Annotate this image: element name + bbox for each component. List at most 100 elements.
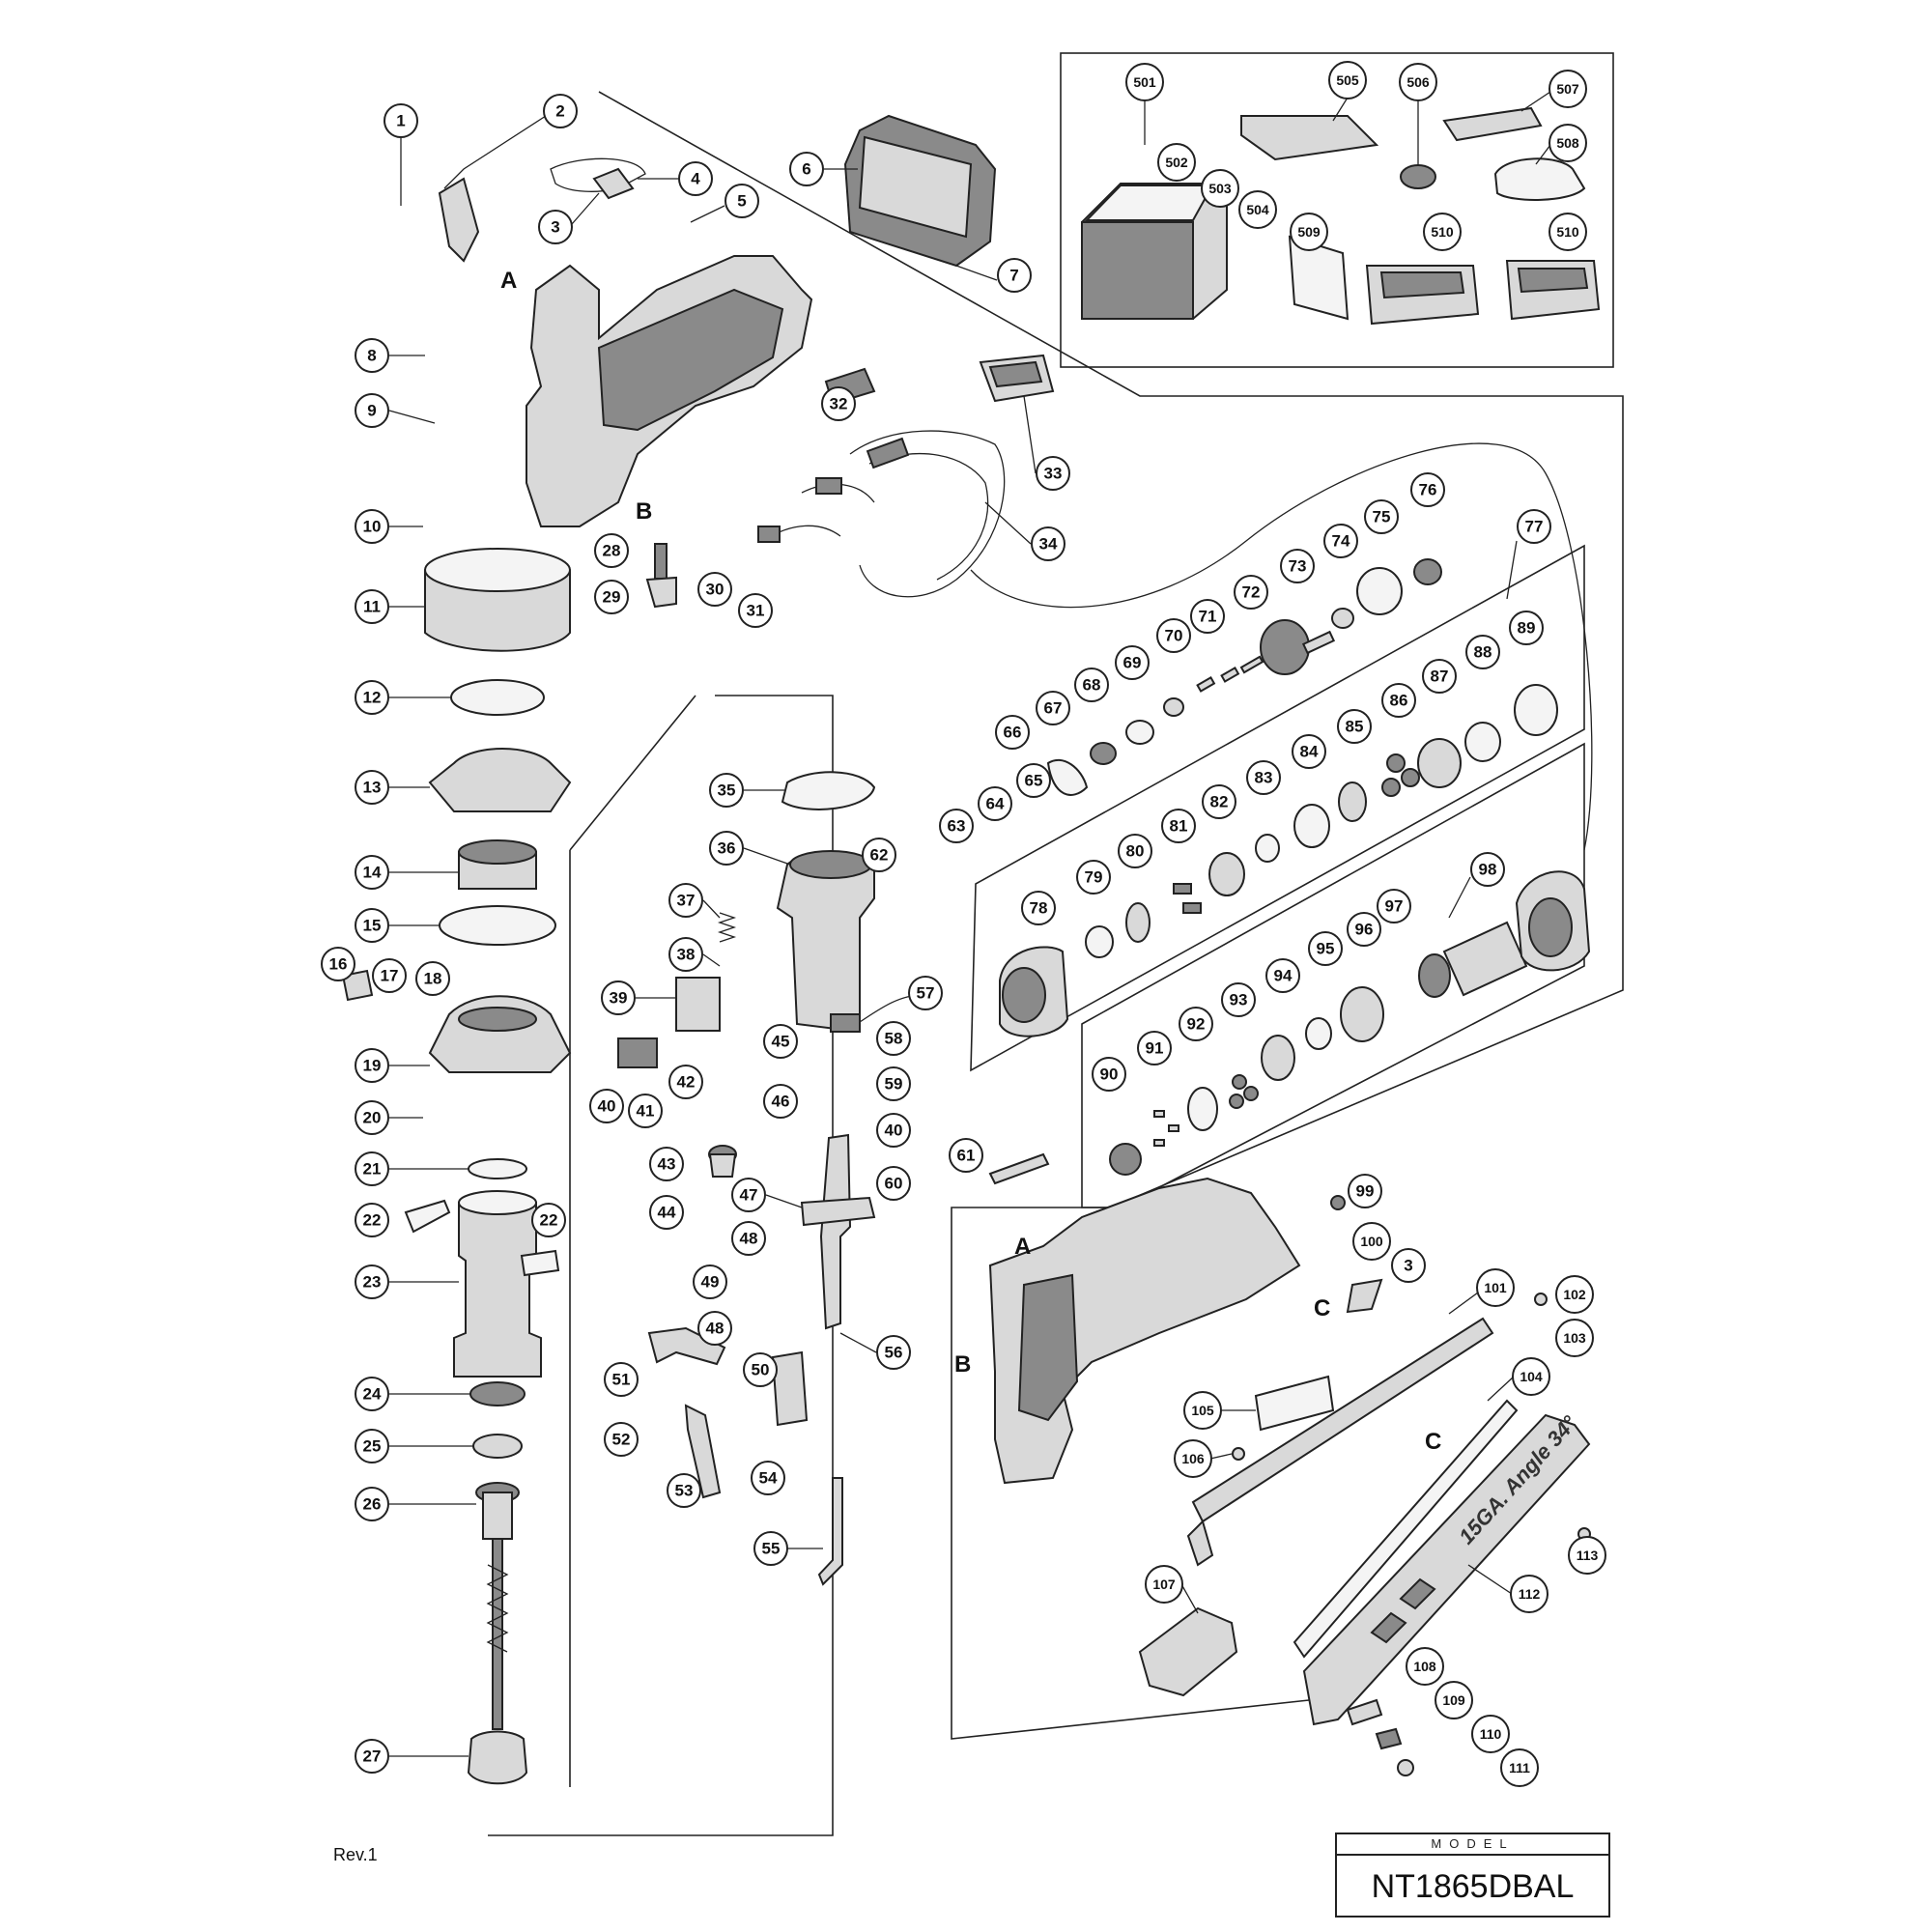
callout-circle bbox=[1406, 1647, 1444, 1686]
callout-number: 37 bbox=[677, 892, 696, 910]
callout-504: 504 bbox=[1238, 190, 1277, 229]
callout-108: 108 bbox=[1406, 1647, 1444, 1686]
callout-circle bbox=[1548, 213, 1587, 251]
battery-pack bbox=[843, 114, 997, 268]
magazine-104 bbox=[1293, 1399, 1519, 1659]
end-cap-parts bbox=[1346, 1698, 1414, 1776]
cylinder-head bbox=[428, 995, 572, 1073]
callout-circle bbox=[355, 509, 389, 544]
callout-2: 2 bbox=[543, 94, 578, 128]
callout-102: 102 bbox=[1555, 1275, 1594, 1314]
callout-circle bbox=[709, 773, 744, 808]
washer-68 bbox=[1125, 720, 1154, 745]
callout-85: 85 bbox=[1337, 709, 1372, 744]
callout-39: 39 bbox=[601, 980, 636, 1015]
ring-gear-94 bbox=[1261, 1035, 1295, 1081]
callout-number: 51 bbox=[612, 1371, 631, 1389]
callout-circle bbox=[1410, 472, 1445, 507]
callout-49: 49 bbox=[693, 1264, 727, 1299]
safety-latch-61 bbox=[988, 1152, 1050, 1185]
callout-55: 55 bbox=[753, 1531, 788, 1566]
callout-80: 80 bbox=[1118, 834, 1152, 868]
valve-44 bbox=[708, 1145, 737, 1178]
callout-circle bbox=[1364, 499, 1399, 534]
push-rod bbox=[817, 1477, 843, 1586]
callout-number: 8 bbox=[367, 347, 376, 365]
callout-number: 41 bbox=[637, 1102, 655, 1121]
callout-79: 79 bbox=[1076, 860, 1111, 895]
o-ring-12 bbox=[450, 679, 545, 716]
gear-case-78 bbox=[999, 946, 1069, 1037]
callout-circle bbox=[1423, 213, 1462, 251]
clutch-ring bbox=[781, 771, 876, 810]
callout-number: 16 bbox=[329, 955, 348, 974]
callout-number: 55 bbox=[762, 1540, 781, 1558]
case-insert bbox=[1240, 115, 1379, 161]
plate-75 bbox=[1356, 567, 1403, 615]
callout-circle bbox=[1265, 958, 1300, 993]
callout-circle bbox=[1183, 1391, 1222, 1430]
callout-circle bbox=[709, 831, 744, 866]
ring-84 bbox=[1293, 804, 1330, 848]
callout-number: 509 bbox=[1297, 224, 1321, 240]
callout-30: 30 bbox=[697, 572, 732, 607]
callout-number: 510 bbox=[1431, 224, 1454, 240]
callout-24: 24 bbox=[355, 1377, 389, 1411]
callout-circle bbox=[604, 1362, 639, 1397]
callout-number: 5 bbox=[737, 192, 746, 211]
armature-98 bbox=[1418, 921, 1528, 998]
callout-number: 88 bbox=[1474, 643, 1492, 662]
callout-number: 48 bbox=[706, 1320, 724, 1338]
stator-motor bbox=[1515, 870, 1591, 972]
callout-circle bbox=[1156, 618, 1191, 653]
callout-circle bbox=[697, 1311, 732, 1346]
callout-number: 61 bbox=[957, 1147, 976, 1165]
callout-88: 88 bbox=[1465, 635, 1500, 669]
magazine-rail-101 bbox=[1186, 1317, 1494, 1567]
magazine-marking: 15GA. Angle 34° bbox=[1454, 1411, 1581, 1549]
section-letter-c-lower: C bbox=[1425, 1429, 1441, 1455]
callout-510: 510 bbox=[1548, 213, 1587, 251]
callout-number: 59 bbox=[885, 1075, 903, 1094]
contact-arm bbox=[647, 1326, 726, 1499]
callout-number: 501 bbox=[1133, 74, 1156, 90]
callout-number: 43 bbox=[658, 1155, 676, 1174]
callout-number: 25 bbox=[363, 1437, 382, 1456]
callout-54: 54 bbox=[751, 1461, 785, 1495]
callout-60: 60 bbox=[876, 1166, 911, 1201]
ring-gear-66 bbox=[1046, 758, 1089, 796]
callout-circle bbox=[1465, 635, 1500, 669]
callout-28: 28 bbox=[594, 533, 629, 568]
callout-25: 25 bbox=[355, 1429, 389, 1463]
callout-circle bbox=[1399, 63, 1437, 101]
leaf-spring bbox=[771, 1350, 809, 1427]
callout-number: 21 bbox=[363, 1160, 382, 1179]
valve-screw bbox=[341, 969, 374, 1002]
trigger bbox=[438, 177, 480, 263]
callout-number: 505 bbox=[1336, 72, 1359, 88]
callout-circle bbox=[995, 715, 1030, 750]
callout-circle bbox=[384, 103, 418, 138]
o-ring-15 bbox=[439, 905, 556, 946]
callout-number: 86 bbox=[1390, 692, 1408, 710]
callout-94: 94 bbox=[1265, 958, 1300, 993]
callout-14: 14 bbox=[355, 855, 389, 890]
gear-frame-upper bbox=[970, 544, 1585, 1072]
callout-38: 38 bbox=[668, 937, 703, 972]
callout-number: 49 bbox=[701, 1273, 720, 1292]
callout-circle bbox=[355, 1377, 389, 1411]
callout-circle bbox=[1280, 549, 1315, 583]
callout-8: 8 bbox=[355, 338, 389, 373]
callout-number: 48 bbox=[740, 1230, 758, 1248]
callout-number: 17 bbox=[381, 967, 399, 985]
callout-circle bbox=[667, 1473, 701, 1508]
ring-gear-87 bbox=[1417, 738, 1462, 788]
callout-36: 36 bbox=[709, 831, 744, 866]
callout-3: 3 bbox=[538, 210, 573, 244]
callout-68: 68 bbox=[1074, 668, 1109, 702]
callout-12: 12 bbox=[355, 680, 389, 715]
washer-88 bbox=[1464, 722, 1501, 762]
callout-circle bbox=[1347, 912, 1381, 947]
model-box: MODEL NT1865DBAL bbox=[1335, 1833, 1610, 1918]
callout-circle bbox=[1471, 1715, 1510, 1753]
